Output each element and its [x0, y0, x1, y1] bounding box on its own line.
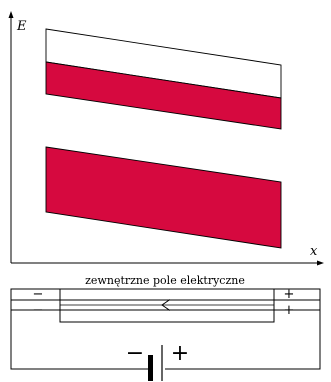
axes: E x [8, 11, 324, 266]
field-direction-arrow [161, 299, 171, 311]
battery-gap-mask [149, 364, 165, 374]
y-axis-arrowhead [8, 11, 14, 18]
x-axis-label: x [310, 244, 318, 259]
circuit: zewnętrzne pole elektryczne − − + + − + [10, 274, 321, 381]
right-top-plus-sign: + [284, 287, 295, 302]
left-top-minus-sign: − [33, 287, 44, 302]
lower-filled-band [45, 146, 282, 249]
y-axis-label: E [16, 19, 27, 34]
x-axis-arrowhead [317, 260, 324, 266]
battery-plus-sign: + [171, 341, 189, 366]
battery-minus-sign: − [126, 341, 144, 366]
right-bottom-plus-sign: + [284, 303, 295, 318]
upper-filled-band [45, 61, 282, 130]
sample-slab [59, 288, 275, 323]
energy-bands [45, 28, 282, 249]
left-bottom-minus-sign: − [33, 303, 44, 318]
field-caption: zewnętrzne pole elektryczne [85, 274, 245, 287]
